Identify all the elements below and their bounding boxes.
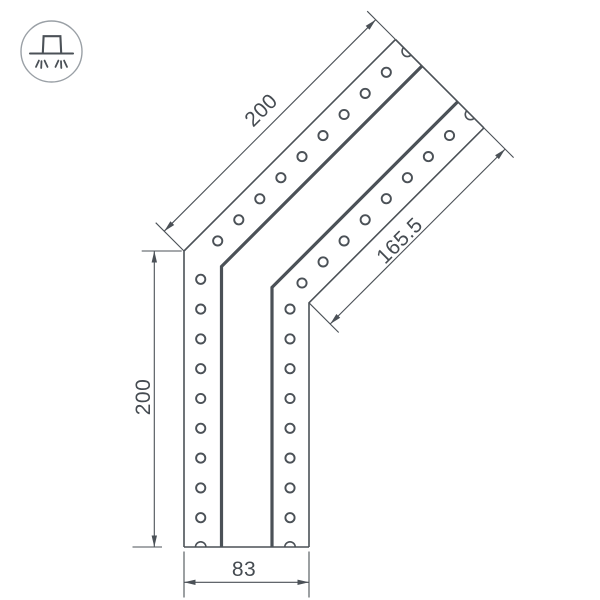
mounting-hole bbox=[233, 214, 245, 226]
end-upper-notch bbox=[401, 47, 412, 58]
dimension-label-165-5: 165.5 bbox=[372, 213, 427, 268]
mounting-hole bbox=[195, 363, 207, 375]
channel-right-line bbox=[270, 100, 459, 547]
mounting-hole bbox=[254, 193, 266, 205]
mounting-hole bbox=[195, 452, 207, 464]
mounting-hole bbox=[338, 235, 350, 247]
bottom-left-notch bbox=[194, 541, 207, 548]
mounting-hole bbox=[195, 303, 207, 315]
profile-right-edge bbox=[308, 127, 485, 547]
recessed-light-icon bbox=[20, 20, 83, 83]
mounting-hole bbox=[443, 129, 456, 142]
mounting-hole bbox=[212, 235, 224, 247]
extension-line bbox=[366, 10, 396, 40]
extension-line bbox=[308, 302, 340, 333]
mounting-hole bbox=[284, 452, 296, 464]
mounting-hole bbox=[296, 151, 308, 163]
dimension-vertical-200: 200 bbox=[132, 250, 182, 548]
mounting-holes bbox=[195, 66, 456, 524]
arrowhead-left bbox=[184, 579, 196, 585]
mounting-hole bbox=[284, 333, 296, 345]
arrowhead-downleft bbox=[164, 221, 175, 232]
bottom-right-notch bbox=[284, 541, 296, 548]
arrowhead-upright bbox=[495, 149, 506, 160]
mounting-hole bbox=[422, 151, 434, 163]
mounting-hole bbox=[195, 422, 207, 434]
icon-light-rays bbox=[35, 59, 68, 69]
mounting-hole bbox=[317, 256, 329, 268]
mounting-hole bbox=[195, 392, 207, 405]
icon-circle bbox=[20, 20, 83, 83]
mounting-hole bbox=[275, 172, 287, 184]
dimension-width-83: 83 bbox=[183, 551, 310, 598]
mounting-hole bbox=[380, 66, 392, 78]
arrowhead-right bbox=[297, 579, 309, 585]
dimension-line bbox=[163, 19, 377, 232]
mounting-hole bbox=[195, 512, 207, 524]
mounting-hole bbox=[195, 333, 207, 345]
mounting-hole bbox=[317, 130, 329, 142]
dimension-angled-165-5: 165.5 bbox=[308, 127, 514, 333]
profile-end-cut-edge bbox=[394, 38, 485, 129]
dimension-label-vertical-200: 200 bbox=[132, 379, 155, 416]
mounting-hole bbox=[359, 214, 371, 226]
channel-left-line bbox=[219, 64, 424, 547]
mounting-hole bbox=[284, 392, 296, 405]
extension-line bbox=[155, 222, 185, 252]
arrowhead-down bbox=[151, 535, 157, 547]
mounting-hole bbox=[296, 277, 308, 289]
icon-fixture-box bbox=[41, 35, 63, 55]
profile-outline bbox=[183, 38, 485, 548]
mounting-hole bbox=[284, 303, 296, 315]
mounting-hole bbox=[284, 482, 296, 494]
mounting-hole bbox=[338, 108, 350, 121]
extension-line bbox=[483, 127, 514, 158]
profile-left-edge bbox=[183, 38, 397, 547]
arrowhead-downleft bbox=[330, 314, 341, 324]
mounting-hole bbox=[284, 363, 296, 375]
mounting-hole bbox=[359, 87, 371, 99]
mounting-hole bbox=[195, 273, 207, 285]
dimension-angled-200: 200 bbox=[155, 10, 396, 252]
channel-lines bbox=[219, 64, 459, 547]
mounting-hole bbox=[401, 172, 413, 184]
end-lower-notch bbox=[464, 110, 475, 121]
dimension-label-83: 83 bbox=[232, 558, 256, 581]
arrowhead-upright bbox=[365, 19, 376, 30]
dimension-line bbox=[329, 148, 506, 325]
arrowhead-up bbox=[151, 251, 157, 263]
mounting-hole bbox=[380, 193, 392, 205]
mounting-hole bbox=[195, 482, 207, 494]
edge-half-hole-notches bbox=[194, 47, 475, 548]
mounting-hole bbox=[284, 422, 296, 434]
dimension-label-angled-200: 200 bbox=[240, 89, 282, 131]
mounting-hole bbox=[284, 512, 296, 524]
